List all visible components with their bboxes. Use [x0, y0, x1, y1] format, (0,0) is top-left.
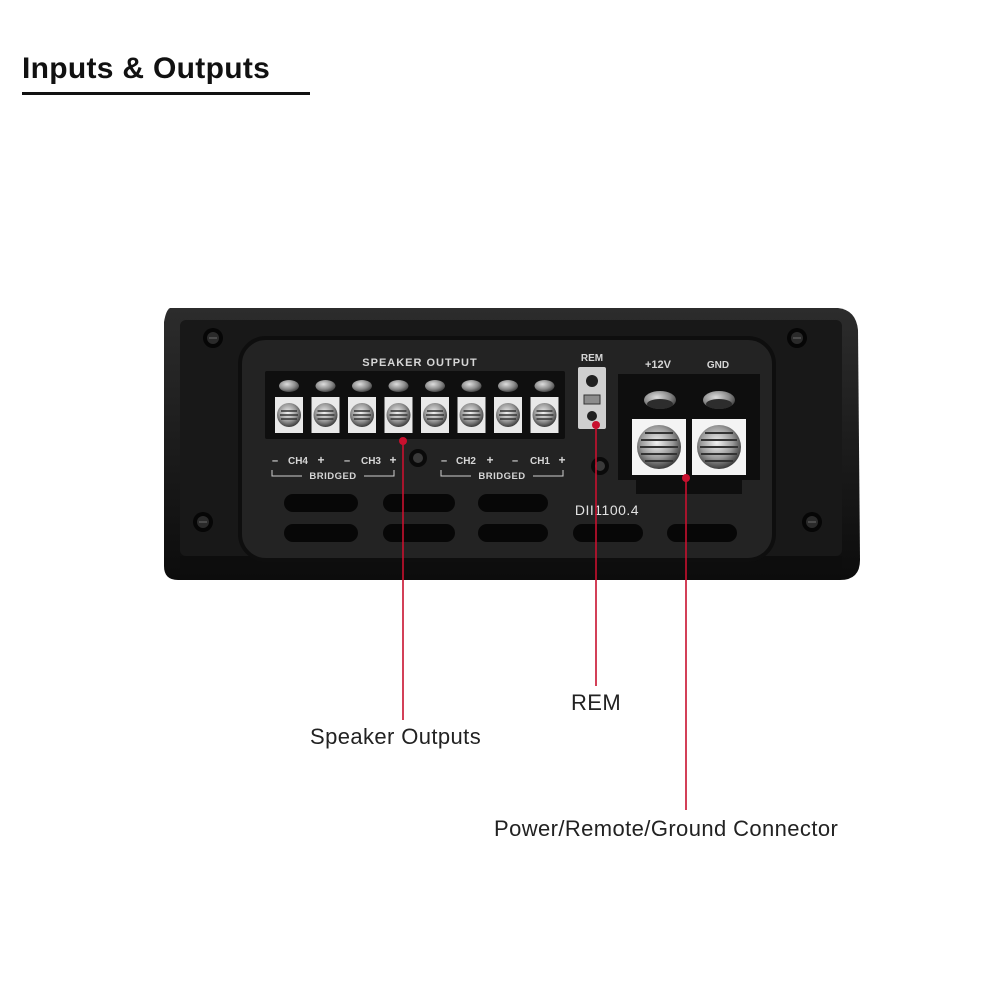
gnd-top-screw-icon: [703, 391, 735, 409]
callout-speaker-outputs: Speaker Outputs: [310, 724, 482, 749]
speaker-terminal-screw-icon: [530, 380, 559, 433]
ch4-plus: +: [317, 453, 324, 467]
bridged-bracket: [271, 470, 302, 477]
rem-slot: [583, 394, 601, 405]
corner-screw-icon: [802, 512, 822, 532]
bridged-label: BRIDGED: [478, 471, 525, 482]
vent-slots: [284, 494, 737, 542]
ch1-plus: +: [558, 453, 565, 467]
power-terminal-screw-icon: [637, 425, 681, 469]
corner-screw-icon: [193, 512, 213, 532]
speaker-terminal-screw-icon: [457, 380, 486, 433]
ch1-minus: –: [512, 455, 518, 467]
corner-screw-icon: [203, 328, 223, 348]
rem-label: REM: [581, 353, 603, 364]
callout-rem: REM: [571, 690, 622, 715]
panel-screw-icon: [591, 457, 609, 475]
bridged-bracket: [364, 470, 395, 477]
gnd-terminal-screw-icon: [697, 425, 741, 469]
ch3-minus: –: [344, 455, 350, 467]
speaker-terminal-screw-icon: [311, 380, 340, 433]
ch2-minus: –: [441, 455, 447, 467]
callout-rem-pointer: [592, 421, 600, 686]
rem-screw-icon: [586, 375, 598, 387]
plus-12v-label: +12V: [645, 359, 672, 371]
bridged-label: BRIDGED: [309, 471, 356, 482]
rem-screw-icon: [587, 411, 597, 421]
speaker-terminal-screw-icon: [384, 380, 413, 433]
page-title: Inputs & Outputs: [22, 52, 271, 85]
speaker-terminal-screw-icon: [421, 380, 449, 433]
ch3-plus: +: [389, 453, 396, 467]
speaker-terminal-block: [265, 371, 565, 439]
speaker-terminal-screw-icon: [494, 380, 522, 433]
panel-screw-icon: [409, 449, 427, 467]
speaker-terminal-screw-icon: [348, 380, 376, 433]
bridged-bracket: [440, 470, 471, 477]
callout-power-pointer: [682, 474, 690, 810]
corner-screw-icon: [787, 328, 807, 348]
ch1-label: CH1: [530, 456, 550, 467]
ch2-label: CH2: [456, 456, 476, 467]
model-label: DII1100.4: [575, 502, 639, 518]
speaker-output-label: SPEAKER OUTPUT: [362, 357, 477, 369]
title-underline: [22, 92, 310, 95]
ch4-minus: –: [272, 455, 278, 467]
gnd-label: GND: [707, 360, 729, 371]
callout-speaker-pointer: [399, 437, 407, 720]
ch2-plus: +: [486, 453, 493, 467]
ch4-label: CH4: [288, 456, 308, 467]
bridged-bracket: [533, 470, 564, 477]
ch3-label: CH3: [361, 456, 381, 467]
speaker-terminal-screw-icon: [275, 380, 303, 433]
channel-labels: – CH4 + – CH3 + – CH2 + – CH1 + BRIDGED …: [271, 453, 566, 482]
power-top-screw-icon: [644, 391, 676, 409]
callout-power-connector: Power/Remote/Ground Connector: [494, 816, 839, 841]
